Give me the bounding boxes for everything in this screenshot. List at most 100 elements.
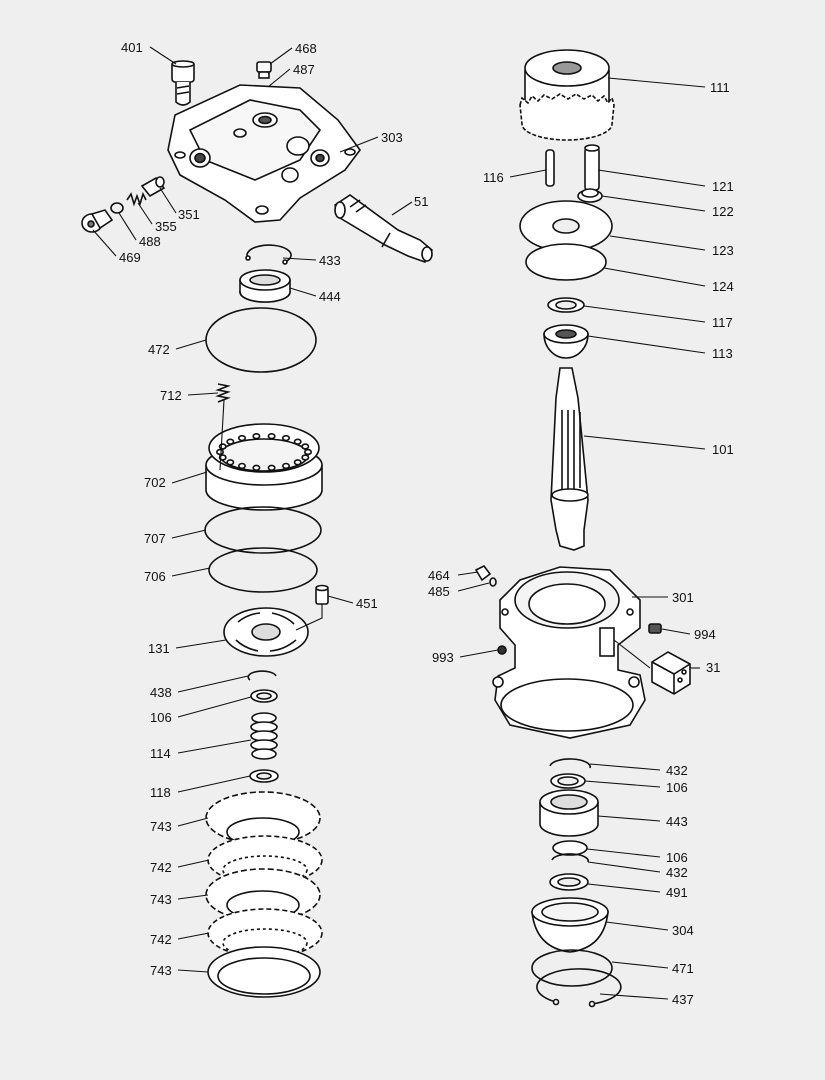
label-706: 706 (144, 569, 166, 584)
valve-plate-131 (223, 607, 309, 657)
oring-471 (531, 949, 613, 987)
spring-pocket (281, 434, 290, 442)
label-469: 469 (119, 250, 141, 265)
label-113: 113 (712, 346, 733, 361)
shoe-122 (577, 188, 603, 203)
label-742-b: 742 (150, 932, 172, 947)
label-432-b: 432 (666, 865, 688, 880)
label-488: 488 (139, 234, 161, 249)
label-122: 122 (712, 204, 734, 219)
label-116: 116 (483, 170, 504, 185)
label-432-a: 432 (666, 763, 688, 778)
spacer-491 (549, 873, 589, 891)
label-702: 702 (144, 475, 166, 490)
spring-712 (215, 383, 231, 403)
label-468: 468 (295, 41, 317, 56)
label-712: 712 (160, 388, 182, 403)
label-303: 303 (381, 130, 403, 145)
oring-707 (204, 506, 322, 554)
washer-118 (249, 769, 279, 783)
spring-pocket (267, 464, 276, 471)
oring-485 (489, 577, 497, 587)
label-451: 451 (356, 596, 378, 611)
bolt-401 (171, 60, 195, 106)
spring-pocket (293, 438, 302, 445)
washer-106-right-b (552, 840, 588, 856)
poppet-351 (140, 176, 166, 198)
retainer-holder-113 (543, 324, 589, 359)
label-438: 438 (150, 685, 172, 700)
label-743-c: 743 (150, 963, 172, 978)
label-121: 121 (712, 179, 734, 194)
bearing-443 (539, 789, 599, 837)
label-994: 994 (694, 627, 716, 642)
label-471: 471 (672, 961, 694, 976)
label-117: 117 (712, 315, 733, 330)
label-464: 464 (428, 568, 450, 583)
spring-pocket (238, 462, 247, 470)
label-401: 401 (121, 40, 143, 55)
spring-pocket (267, 433, 276, 440)
pin-116 (545, 149, 555, 187)
plug-993 (497, 645, 507, 655)
label-487: 487 (293, 62, 315, 77)
snap-ring-432-a (549, 758, 591, 769)
oring-472 (205, 307, 317, 373)
valve-block-31 (651, 651, 691, 695)
label-106-left: 106 (150, 710, 172, 725)
plug-464 (474, 564, 492, 582)
plug-468 (256, 61, 272, 79)
spring-pocket (293, 459, 302, 466)
casing-301 (492, 566, 646, 739)
spring-pocket (226, 438, 235, 445)
plug-994 (648, 623, 662, 634)
label-707: 707 (144, 531, 166, 546)
plate-743-b (205, 868, 321, 922)
label-485: 485 (428, 584, 450, 599)
label-437: 437 (672, 992, 694, 1007)
label-743-a: 743 (150, 819, 172, 834)
washer-106-left (250, 689, 278, 703)
spring-stack-114 (250, 712, 278, 760)
spring-pocket (252, 433, 261, 440)
snap-ring-437 (536, 968, 622, 1008)
relief-plug-469 (81, 209, 114, 233)
label-743-b: 743 (150, 892, 172, 907)
oring-706 (208, 547, 318, 593)
label-444: 444 (319, 289, 341, 304)
label-301: 301 (672, 590, 694, 605)
spring-pocket (218, 443, 227, 450)
washer-106-right-a (550, 773, 586, 789)
oring-488 (110, 202, 124, 214)
spring-pocket (226, 459, 235, 466)
part-labels: 401 468 487 303 351 355 488 469 51 433 4… (119, 40, 734, 1007)
snap-ring-432-b (551, 853, 589, 863)
label-993: 993 (432, 650, 454, 665)
spring-355 (126, 191, 147, 207)
spring-pocket (252, 464, 261, 471)
brake-piston-702 (205, 423, 323, 511)
plate-743-c (207, 946, 321, 998)
spring-pocket (301, 454, 310, 461)
label-472: 472 (148, 342, 170, 357)
label-106-right-a: 106 (666, 780, 688, 795)
label-351: 351 (178, 207, 200, 222)
label-31: 31 (706, 660, 720, 675)
label-51: 51 (414, 194, 428, 209)
relief-valve-51 (334, 194, 434, 263)
cover-304 (531, 897, 609, 953)
label-101: 101 (712, 442, 734, 457)
bearing-444 (239, 269, 291, 303)
snap-ring-433 (245, 244, 292, 265)
label-114: 114 (150, 746, 171, 761)
spring-pocket (281, 462, 290, 470)
shoe-plate-124 (525, 243, 607, 281)
spring-pocket (303, 448, 312, 456)
label-123: 123 (712, 243, 734, 258)
cylinder-block-111 (519, 49, 615, 141)
valve-cover-303 (167, 84, 361, 223)
label-106-right-b: 106 (666, 850, 688, 865)
label-443: 443 (666, 814, 688, 829)
label-118: 118 (150, 785, 171, 800)
